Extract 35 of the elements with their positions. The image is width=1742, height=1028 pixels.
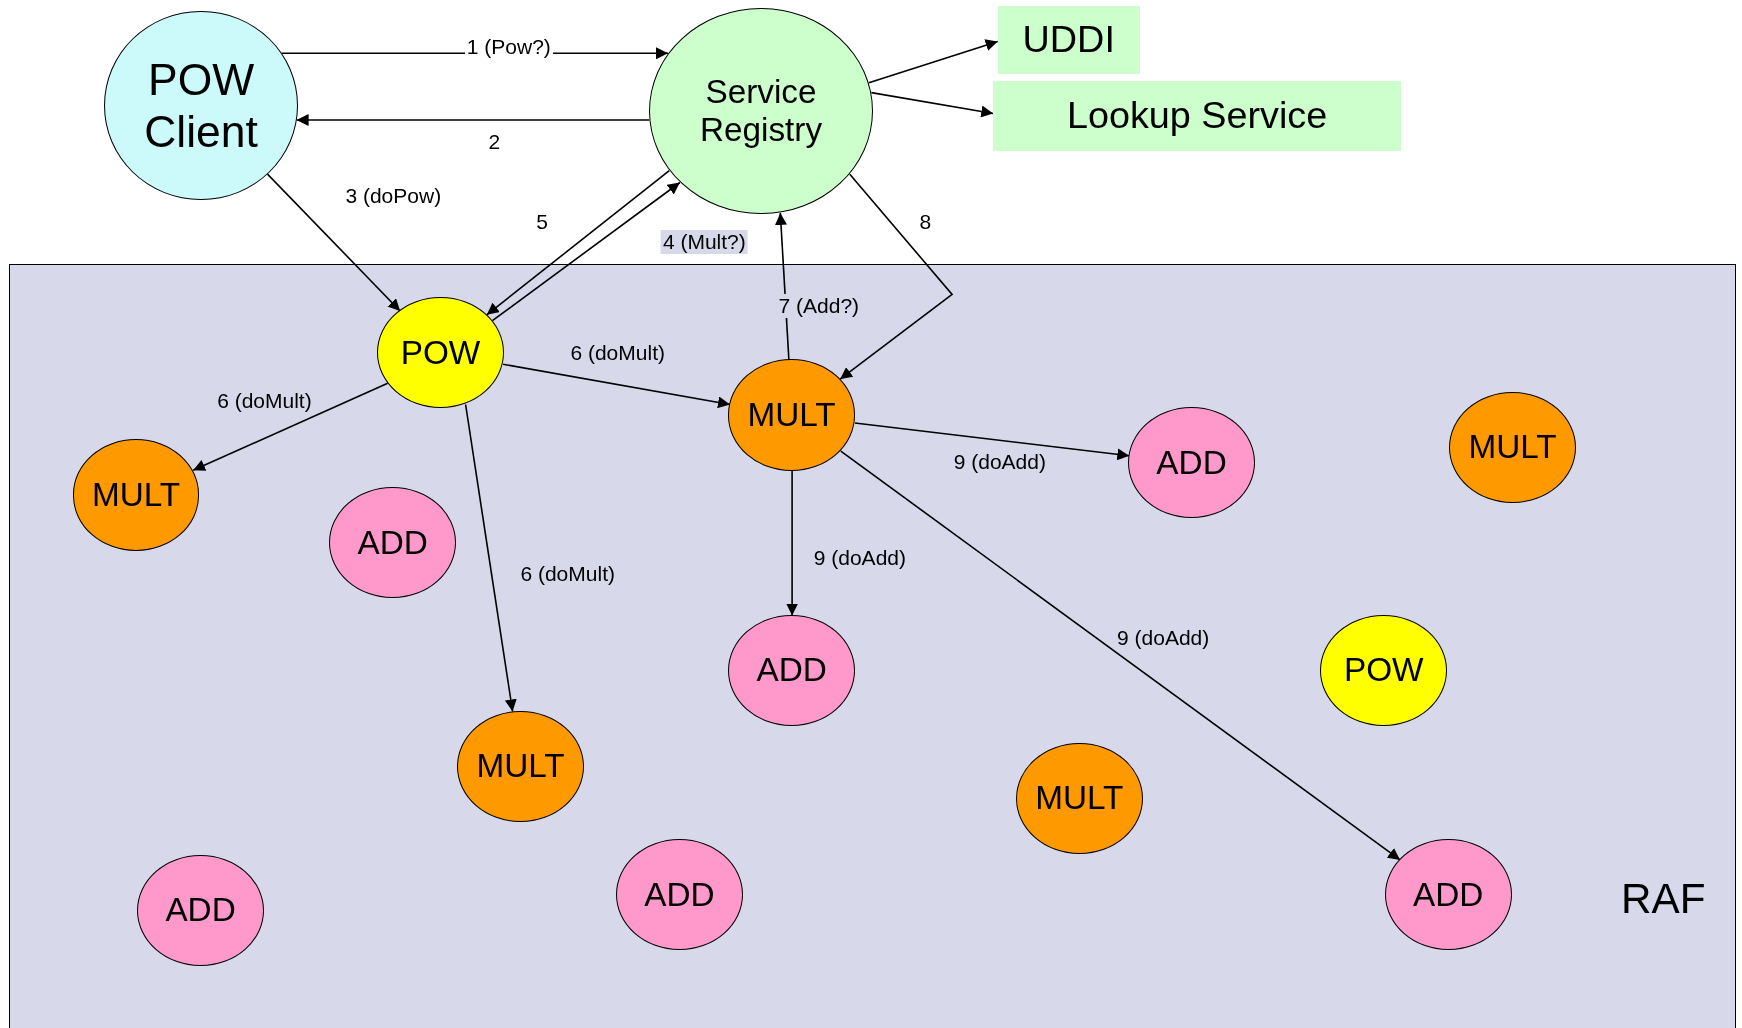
node-label: POW Client (143, 54, 259, 157)
node-label: ADD (357, 523, 428, 562)
node-label: ADD (756, 651, 827, 690)
arrow (870, 91, 994, 118)
arrow (868, 39, 999, 84)
arrow (840, 450, 1401, 861)
node-label: MULT (92, 475, 181, 515)
node-label: ADD (165, 891, 236, 930)
arrow (464, 403, 517, 713)
framework-region (8, 264, 1737, 1028)
node-label: MULT (747, 395, 836, 435)
arrow (491, 181, 681, 322)
node-label: Service Registry (698, 72, 824, 150)
arrow (839, 173, 954, 380)
node-label: MULT (1468, 428, 1557, 467)
node-label: ADD (1413, 875, 1484, 915)
node-label: MULT (476, 746, 565, 786)
arrow (786, 470, 799, 617)
node-label: ADD (644, 875, 715, 915)
node-label: POW (400, 333, 481, 372)
service-box (997, 5, 1140, 75)
node-label: Lookup Service (1066, 94, 1328, 138)
node-label: UDDI (1022, 18, 1115, 62)
edge-label: 4 (Mult?) (660, 230, 748, 255)
region-label: RAF (1621, 875, 1706, 924)
arrow (266, 173, 401, 312)
arrow (854, 422, 1131, 461)
arrow (502, 363, 731, 409)
node-label: ADD (1156, 443, 1227, 482)
arrow (192, 382, 389, 472)
node-label: POW (1343, 651, 1424, 690)
service-box (993, 81, 1401, 152)
arrow (486, 169, 671, 316)
node-label: MULT (1035, 779, 1124, 818)
arrow (295, 114, 650, 126)
